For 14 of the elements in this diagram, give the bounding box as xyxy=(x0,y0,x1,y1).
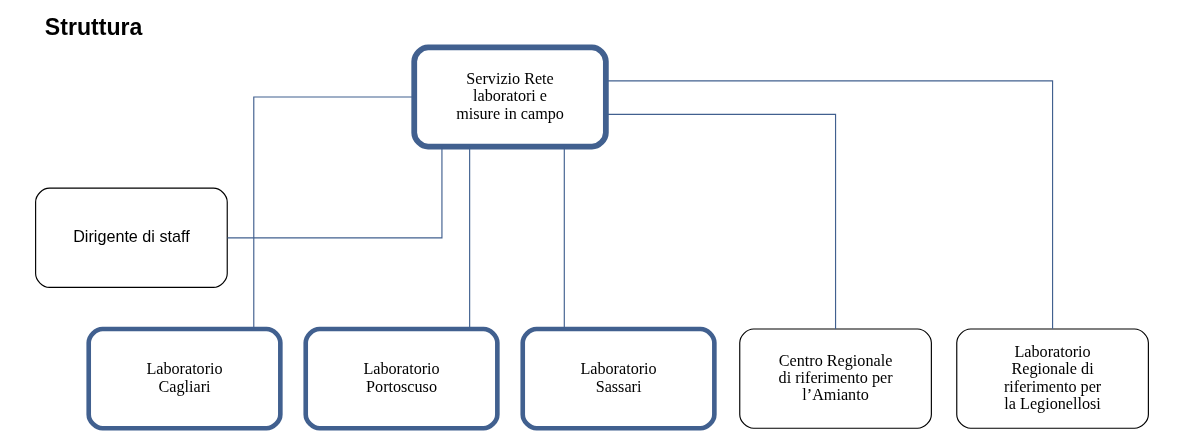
connector xyxy=(563,146,565,330)
node-box: Servizio Rete laboratori e misure in campo xyxy=(411,44,609,150)
diagram-title: Struttura xyxy=(44,13,143,40)
node-box: Centro Regionale di riferimento per l’Amianto xyxy=(739,328,932,429)
node-box: Dirigente di staff xyxy=(35,187,228,289)
node-box: Laboratorio Portoscuso xyxy=(303,326,500,431)
connector xyxy=(469,146,471,330)
connector xyxy=(605,80,1054,330)
node-box: Laboratorio Regionale di riferimento per la Legionellosi xyxy=(956,328,1149,429)
node-box: Laboratorio Cagliari xyxy=(86,326,283,431)
connector xyxy=(226,146,443,239)
node-box: Laboratorio Sassari xyxy=(520,326,717,431)
connector xyxy=(253,96,415,330)
connector xyxy=(605,113,837,330)
